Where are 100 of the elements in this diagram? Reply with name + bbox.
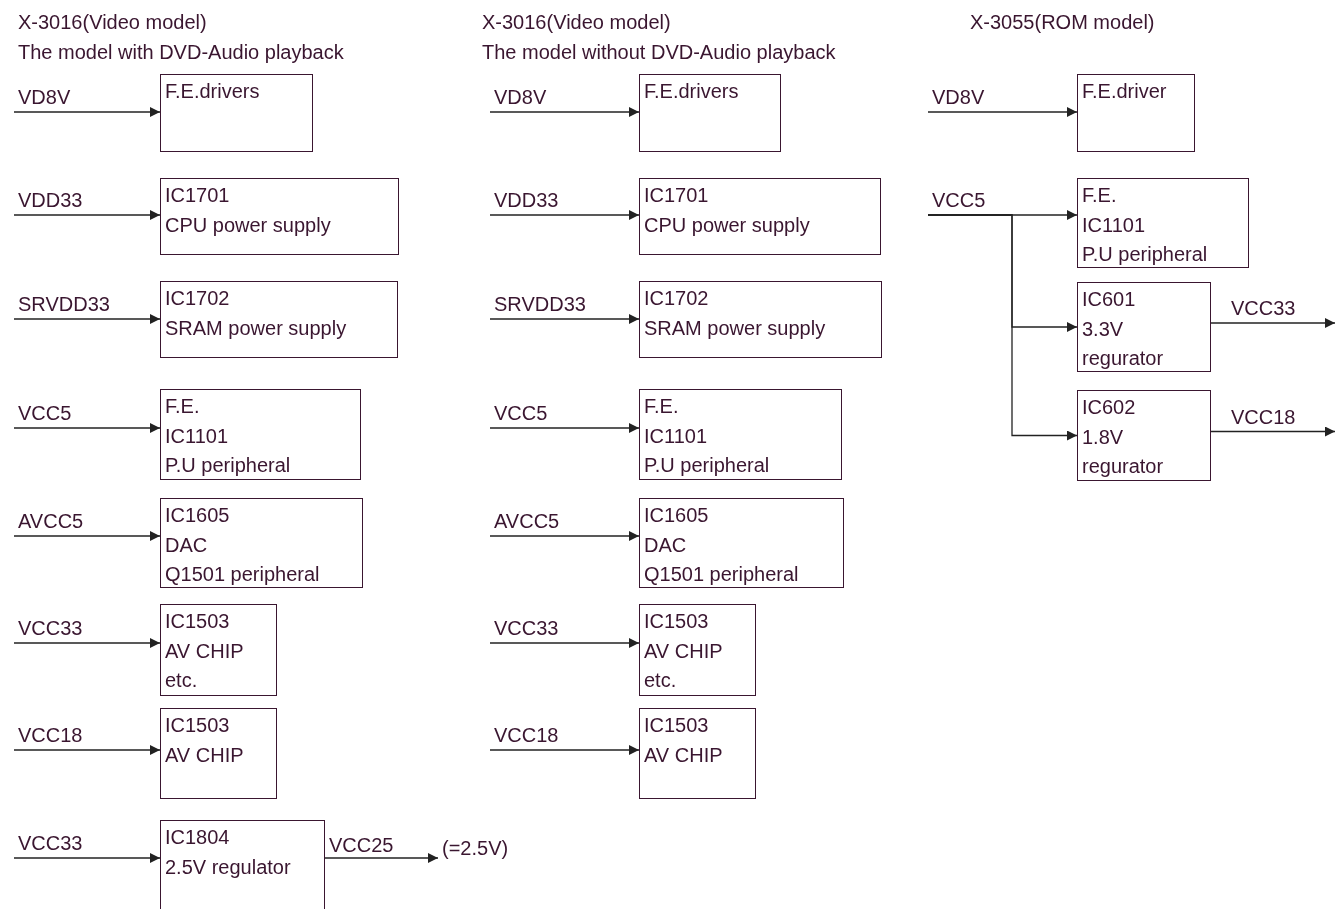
signal-name: VCC33	[14, 831, 104, 858]
box-text: IC1101	[1082, 212, 1146, 238]
box-text: F.E.	[165, 394, 201, 419]
circuit-box	[639, 281, 882, 358]
box-text: DAC	[644, 532, 688, 558]
box-text: regurator	[1082, 454, 1165, 479]
signal-name: (=2.5V)	[438, 836, 528, 864]
signal-name: AVCC5	[14, 509, 104, 536]
signal-name: VCC18	[14, 723, 104, 750]
box-text: Q1501 peripheral	[644, 562, 800, 587]
circuit-box	[639, 604, 756, 696]
box-text: IC1503	[165, 609, 231, 634]
arrow	[927, 107, 1078, 117]
box-text: IC1605	[165, 503, 231, 528]
arrow	[489, 423, 640, 433]
box-text: SRAM power supply	[644, 315, 827, 341]
circuit-box	[160, 604, 277, 696]
circuit-box	[1077, 390, 1211, 481]
circuit-box	[160, 281, 398, 358]
signal-name: VD8V	[928, 85, 1018, 112]
arrow	[13, 107, 161, 117]
signal-name: SRVDD33	[14, 292, 114, 319]
signal-name: VDD33	[490, 188, 580, 215]
box-text: 2.5V regulator	[165, 854, 292, 880]
column-heading: The model with DVD-Audio playback	[18, 40, 344, 65]
signal-name: SRVDD33	[490, 292, 590, 319]
arrow	[13, 423, 161, 433]
column-heading: The model without DVD-Audio playback	[482, 40, 836, 65]
box-text: IC1702	[644, 286, 710, 311]
circuit-box	[639, 708, 756, 799]
circuit-box	[1077, 74, 1195, 152]
box-text: IC1503	[165, 713, 231, 738]
arrow	[13, 745, 161, 755]
signal-name: VD8V	[490, 85, 580, 112]
box-text: DAC	[165, 532, 209, 558]
box-text: P.U peripheral	[644, 453, 771, 478]
box-text: AV CHIP	[644, 742, 724, 768]
signal-name: VCC5	[14, 401, 104, 428]
circuit-box	[639, 178, 881, 255]
signal-name: VD8V	[14, 85, 104, 112]
arrow	[13, 210, 161, 220]
arrow	[489, 210, 640, 220]
regulator-box	[160, 820, 325, 909]
box-text: IC1605	[644, 503, 710, 528]
box-text: IC1503	[644, 713, 710, 738]
box-text: F.E.drivers	[165, 79, 261, 104]
box-text: IC1101	[165, 423, 229, 449]
box-text: etc.	[165, 668, 199, 693]
circuit-box	[160, 74, 313, 152]
box-text: P.U peripheral	[1082, 242, 1209, 267]
arrow	[489, 638, 640, 648]
box-text: IC1702	[165, 286, 231, 311]
box-text: etc.	[644, 668, 678, 693]
arrow	[927, 214, 1078, 441]
box-text: IC1503	[644, 609, 710, 634]
box-text: IC1101	[644, 423, 708, 449]
circuit-box	[160, 498, 363, 588]
arrow	[489, 531, 640, 541]
arrow	[324, 853, 439, 863]
circuit-box	[160, 178, 399, 255]
signal-name: VCC33	[490, 616, 580, 643]
arrow	[489, 745, 640, 755]
box-text: IC601	[1082, 287, 1137, 312]
box-text: 1.8V	[1082, 424, 1125, 450]
circuit-box	[639, 74, 781, 152]
arrow	[13, 314, 161, 324]
circuit-box	[639, 389, 842, 480]
box-text: IC1701	[644, 183, 710, 208]
column-heading: X-3016(Video model)	[18, 10, 207, 35]
column-heading: X-3055(ROM model)	[970, 10, 1155, 35]
circuit-box	[1077, 282, 1211, 372]
signal-name: VCC33	[14, 616, 104, 643]
box-text: CPU power supply	[644, 212, 811, 238]
box-text: IC1804	[165, 825, 231, 850]
signal-name: VDD33	[14, 188, 104, 215]
arrow	[489, 314, 640, 324]
box-text: CPU power supply	[165, 212, 332, 238]
box-text: AV CHIP	[644, 638, 724, 664]
box-text: Q1501 peripheral	[165, 562, 321, 587]
circuit-box	[160, 389, 361, 480]
arrow	[13, 853, 161, 863]
signal-name: VCC18	[490, 723, 580, 750]
arrow	[1210, 318, 1336, 328]
box-text: AV CHIP	[165, 638, 245, 664]
signal-name: VCC5	[928, 188, 998, 215]
box-text: SRAM power supply	[165, 315, 348, 341]
box-text: regurator	[1082, 346, 1165, 371]
column-heading: X-3016(Video model)	[482, 10, 671, 35]
signal-name: VCC5	[490, 401, 580, 428]
circuit-box	[639, 498, 844, 588]
box-text: F.E.	[644, 394, 680, 419]
box-text: P.U peripheral	[165, 453, 292, 478]
arrow	[489, 107, 640, 117]
box-text: 3.3V	[1082, 316, 1125, 342]
arrow	[13, 638, 161, 648]
circuit-box	[160, 708, 277, 799]
box-text: F.E.driver	[1082, 79, 1168, 104]
box-text: AV CHIP	[165, 742, 245, 768]
box-text: IC1701	[165, 183, 231, 208]
circuit-box	[1077, 178, 1249, 268]
